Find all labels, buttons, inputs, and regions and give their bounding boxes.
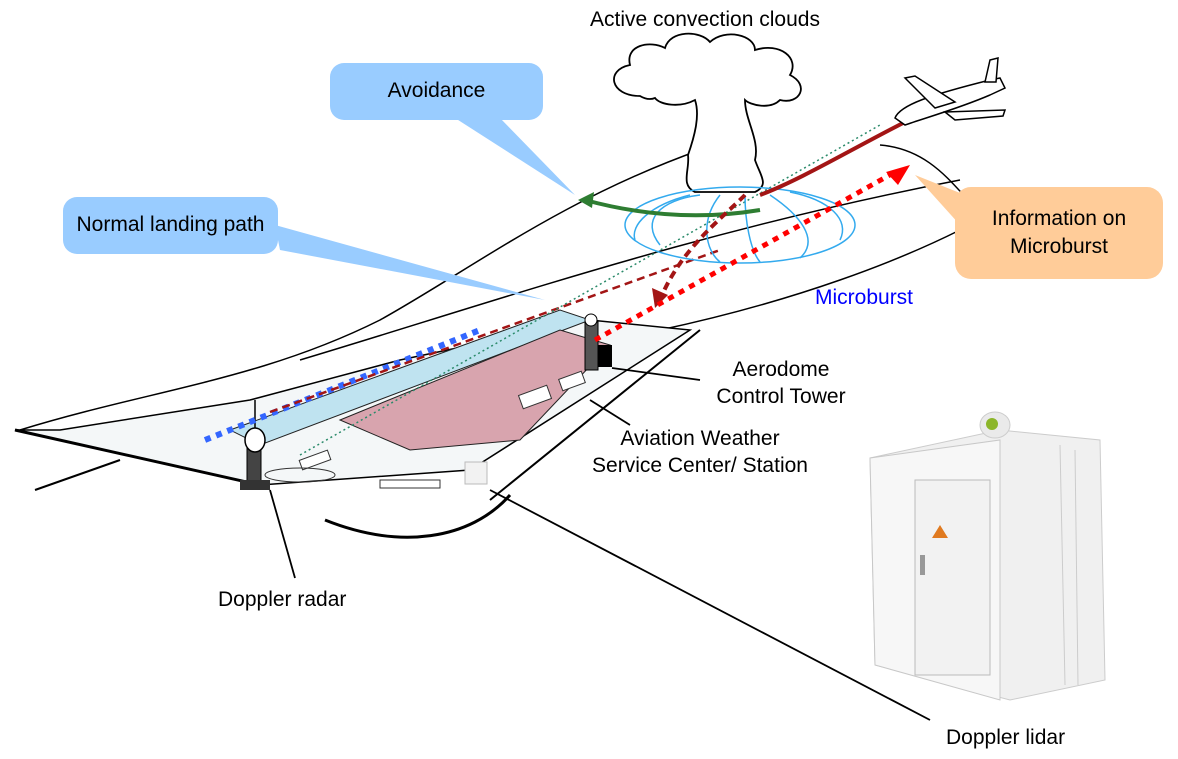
title-active-convection-clouds: Active convection clouds [590, 8, 820, 31]
avoidance-arrowhead [578, 192, 594, 208]
normal-landing-path [203, 327, 482, 443]
descent-arrowhead [652, 288, 668, 308]
tower-label-line-1: Aerodome [732, 358, 830, 381]
information-on-microburst-callout: Information on Microburst [955, 187, 1163, 279]
information-arrowhead [886, 165, 910, 185]
normal-callout-tail [275, 225, 545, 300]
avoidance-path [584, 198, 761, 218]
control-tower [584, 313, 612, 371]
approach-path-dashed [269, 248, 721, 414]
airplane-icon [894, 57, 1007, 126]
avoidance-callout-tail [455, 118, 575, 195]
weather-label-line-1: Aviation Weather [620, 427, 780, 450]
doppler-lidar-mini [464, 461, 488, 485]
info-callout-line-1: Information on [991, 206, 1127, 230]
doppler-radar-label: Doppler radar [218, 588, 347, 611]
aircraft-path [759, 120, 906, 197]
tower-label-line-2: Control Tower [716, 385, 846, 409]
terminal-area [338, 329, 611, 451]
microburst-label: Microburst [815, 286, 914, 309]
lidar-beam [299, 124, 881, 456]
avoidance-label: Avoidance [387, 79, 486, 103]
microburst-outflow [624, 186, 856, 264]
lidar-door [914, 479, 991, 676]
normal-landing-path-label: Normal landing path [76, 213, 265, 237]
doppler-lidar-label: Doppler lidar [946, 726, 1066, 749]
aviation-weather-service-label: Aviation Weather Service Center/ Station [580, 425, 820, 480]
info-callout-line-2: Microburst [1009, 235, 1109, 258]
airport-ground [14, 309, 701, 539]
aerodrome-control-tower-label: Aerodome Control Tower [697, 356, 865, 411]
weather-label-line-2: Service Center/ Station [592, 454, 808, 478]
microburst-descent [658, 193, 747, 301]
normal-landing-path-callout: Normal landing path [63, 197, 278, 254]
avoidance-callout: Avoidance [330, 63, 543, 120]
info-callout-tail [915, 175, 965, 225]
leader-lines [269, 367, 931, 721]
information-arrow [593, 169, 897, 343]
convection-cloud [613, 32, 802, 193]
doppler-lidar-unit [869, 411, 1106, 701]
approach-cone [19, 144, 991, 431]
warning-sign-icon [932, 525, 948, 538]
